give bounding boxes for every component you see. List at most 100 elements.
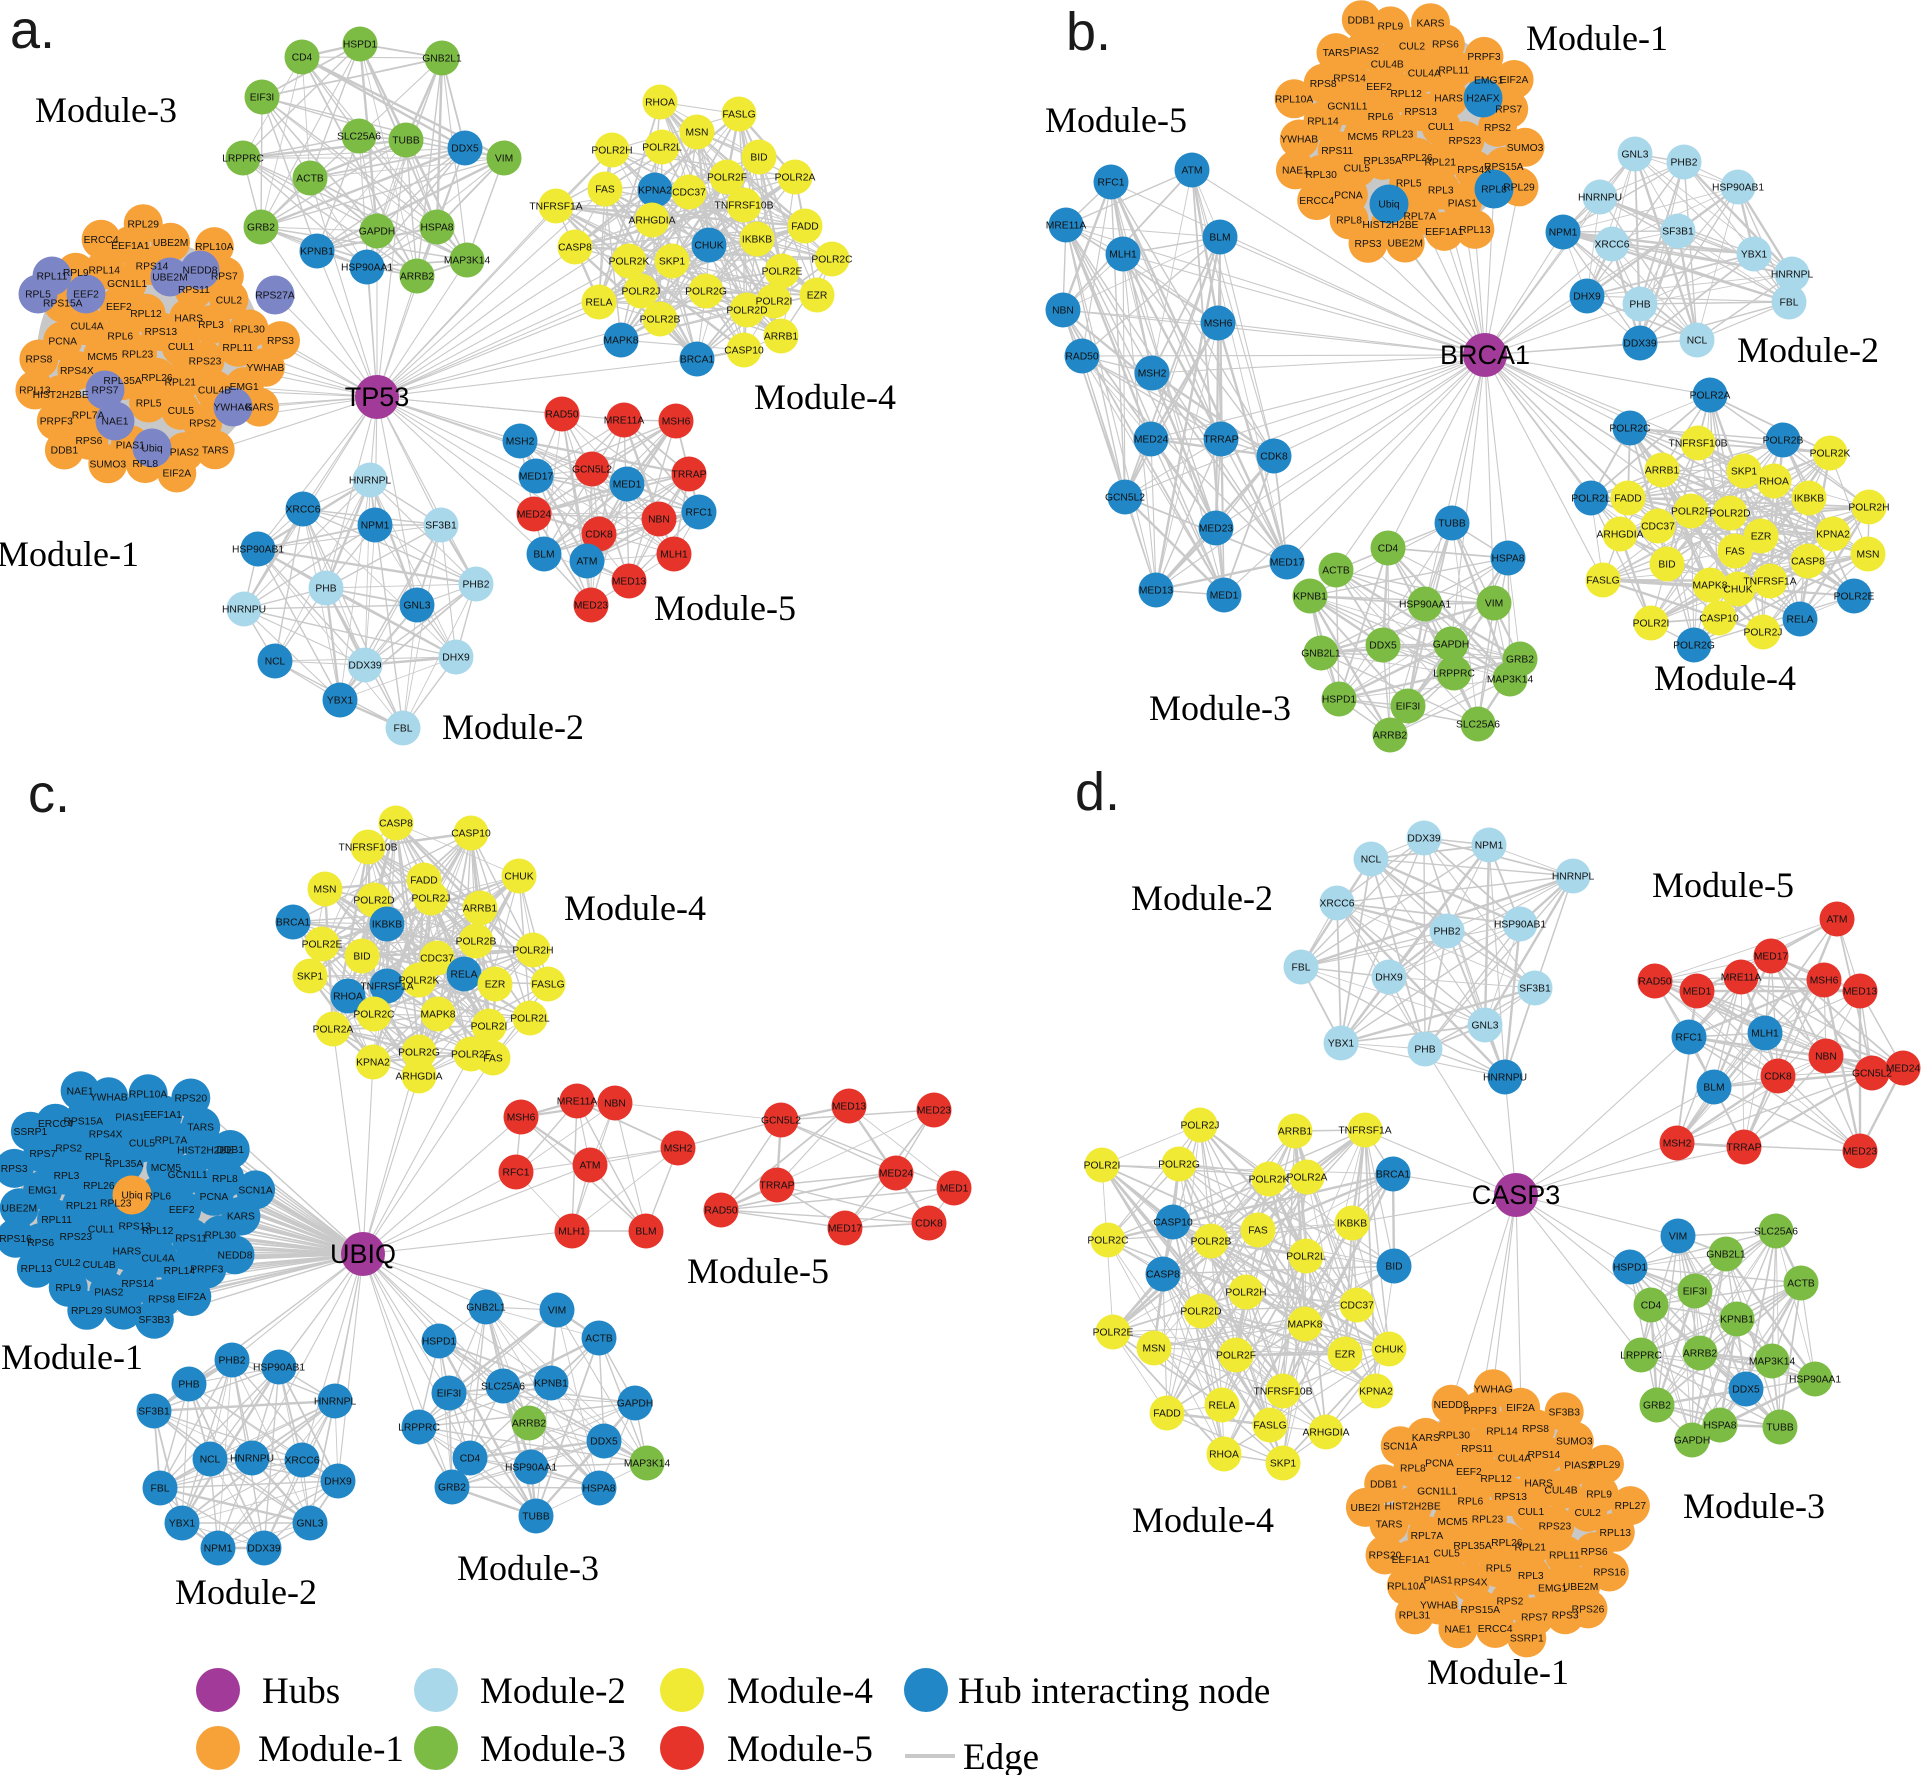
svg-text:RPS8: RPS8 — [1310, 79, 1337, 90]
svg-text:ARHGDIA: ARHGDIA — [396, 1072, 443, 1083]
svg-text:POLR2G: POLR2G — [1158, 1160, 1200, 1171]
svg-text:YWHAB: YWHAB — [90, 1092, 128, 1103]
svg-text:MSH2: MSH2 — [1663, 1139, 1692, 1150]
svg-text:RPS14: RPS14 — [121, 1279, 154, 1290]
svg-text:UBE2M: UBE2M — [152, 273, 187, 284]
svg-text:FAS: FAS — [483, 1054, 503, 1065]
svg-text:FASLG: FASLG — [722, 110, 755, 121]
svg-text:RPL23: RPL23 — [122, 350, 154, 361]
svg-text:PIAS2: PIAS2 — [1350, 46, 1379, 57]
svg-text:Module-4: Module-4 — [564, 888, 706, 928]
svg-text:FBL: FBL — [1780, 298, 1799, 309]
svg-text:SF3B1: SF3B1 — [425, 521, 457, 532]
svg-text:POLR2I: POLR2I — [471, 1022, 508, 1033]
svg-text:FAS: FAS — [1725, 547, 1745, 558]
svg-text:RPS14: RPS14 — [1333, 74, 1366, 85]
svg-text:RPL5: RPL5 — [85, 1152, 111, 1163]
svg-text:POLR2A: POLR2A — [775, 173, 816, 184]
svg-text:SKP1: SKP1 — [659, 257, 686, 268]
svg-text:RPL30: RPL30 — [233, 325, 265, 336]
svg-text:RPS3: RPS3 — [1355, 239, 1382, 250]
svg-text:CUL4B: CUL4B — [1544, 1485, 1577, 1496]
svg-text:CDK8: CDK8 — [915, 1219, 943, 1230]
svg-text:RPS13: RPS13 — [1404, 107, 1437, 118]
svg-text:RPL11: RPL11 — [1438, 65, 1469, 76]
svg-text:PIAS1: PIAS1 — [1448, 198, 1477, 209]
svg-text:RPS6: RPS6 — [75, 436, 102, 447]
svg-text:EEF2: EEF2 — [1456, 1467, 1482, 1478]
svg-text:a.: a. — [10, 0, 55, 60]
svg-text:RHOA: RHOA — [1209, 1450, 1239, 1461]
svg-text:POLR2L: POLR2L — [1571, 494, 1611, 505]
svg-text:CHUK: CHUK — [1374, 1345, 1403, 1356]
svg-text:ERCC4: ERCC4 — [1478, 1624, 1513, 1635]
svg-text:DDX5: DDX5 — [590, 1437, 618, 1448]
svg-text:KARS: KARS — [227, 1212, 255, 1223]
svg-text:FBL: FBL — [394, 724, 413, 735]
svg-text:ATM: ATM — [580, 1161, 601, 1172]
svg-text:KPNA2: KPNA2 — [1359, 1387, 1393, 1398]
svg-text:MSN: MSN — [1857, 550, 1880, 561]
svg-text:RAD50: RAD50 — [1065, 352, 1098, 363]
svg-text:MSH2: MSH2 — [664, 1144, 693, 1155]
svg-text:ARRB2: ARRB2 — [512, 1419, 547, 1430]
svg-text:EZR: EZR — [1335, 1350, 1356, 1361]
svg-text:BLM: BLM — [1703, 1083, 1724, 1094]
svg-text:HSPD1: HSPD1 — [1613, 1263, 1648, 1274]
svg-text:GCN5L2: GCN5L2 — [572, 465, 612, 476]
svg-text:TNFRSF1A: TNFRSF1A — [360, 982, 413, 993]
svg-text:RPS6: RPS6 — [27, 1238, 54, 1249]
svg-text:POLR2F: POLR2F — [1671, 507, 1711, 518]
svg-text:RPL3: RPL3 — [1428, 186, 1454, 197]
svg-text:PRPF3: PRPF3 — [190, 1265, 223, 1276]
svg-text:EEF1A1: EEF1A1 — [144, 1110, 183, 1121]
svg-text:HSP90AA1: HSP90AA1 — [341, 263, 393, 274]
svg-text:GNL3: GNL3 — [404, 601, 431, 612]
svg-text:RPS13: RPS13 — [1494, 1492, 1527, 1503]
svg-text:HARS: HARS — [112, 1246, 141, 1257]
svg-text:SUMO3: SUMO3 — [1556, 1437, 1593, 1448]
svg-text:GNB2L1: GNB2L1 — [466, 1303, 506, 1314]
svg-text:RPL11: RPL11 — [1549, 1550, 1580, 1561]
svg-text:Module-5: Module-5 — [1045, 100, 1187, 140]
svg-text:d.: d. — [1075, 762, 1120, 822]
svg-text:PIAS2: PIAS2 — [1564, 1460, 1593, 1471]
svg-text:TNFRSF1A: TNFRSF1A — [1338, 1126, 1391, 1137]
svg-text:GCN1L1: GCN1L1 — [1327, 102, 1367, 113]
svg-text:POLR2H: POLR2H — [591, 146, 632, 157]
svg-text:MCM5: MCM5 — [1437, 1517, 1468, 1528]
svg-text:RPL30: RPL30 — [204, 1231, 236, 1242]
svg-text:RAD50: RAD50 — [704, 1206, 737, 1217]
svg-text:RPS7: RPS7 — [211, 272, 238, 283]
svg-text:KPNB1: KPNB1 — [534, 1379, 568, 1390]
svg-text:ARRB2: ARRB2 — [1683, 1349, 1718, 1360]
svg-text:RPS6: RPS6 — [1581, 1547, 1608, 1558]
svg-text:RPS2: RPS2 — [189, 419, 216, 430]
svg-text:RPS14: RPS14 — [1528, 1450, 1561, 1461]
svg-text:POLR2I: POLR2I — [1084, 1161, 1121, 1172]
svg-text:CASP8: CASP8 — [558, 243, 592, 254]
svg-text:RPL5: RPL5 — [1396, 178, 1422, 189]
svg-text:POLR2G: POLR2G — [685, 287, 727, 298]
svg-text:GAPDH: GAPDH — [359, 227, 396, 238]
svg-text:Module-1: Module-1 — [0, 534, 139, 574]
svg-text:POLR2K: POLR2K — [609, 257, 650, 268]
svg-text:RELA: RELA — [1209, 1401, 1236, 1412]
svg-text:Ubiq: Ubiq — [141, 444, 162, 455]
svg-text:MAPK8: MAPK8 — [1288, 1320, 1323, 1331]
svg-text:NEDD8: NEDD8 — [218, 1251, 253, 1262]
svg-text:CUL1: CUL1 — [88, 1224, 115, 1235]
svg-text:CD4: CD4 — [1378, 544, 1399, 555]
svg-text:RPL12: RPL12 — [1480, 1474, 1512, 1485]
svg-text:MED23: MED23 — [574, 601, 609, 612]
svg-text:RPS26: RPS26 — [1572, 1605, 1605, 1616]
svg-text:Module-4: Module-4 — [754, 377, 896, 417]
svg-text:KPNA2: KPNA2 — [356, 1058, 390, 1069]
svg-text:POLR2D: POLR2D — [1180, 1307, 1221, 1318]
svg-text:POLR2B: POLR2B — [1191, 1237, 1232, 1248]
svg-text:TRRAP: TRRAP — [760, 1181, 795, 1192]
svg-text:Module-5: Module-5 — [727, 1729, 873, 1770]
svg-text:RPL14: RPL14 — [1486, 1427, 1518, 1438]
svg-text:MRE11A: MRE11A — [557, 1097, 598, 1108]
svg-text:MSN: MSN — [686, 128, 709, 139]
